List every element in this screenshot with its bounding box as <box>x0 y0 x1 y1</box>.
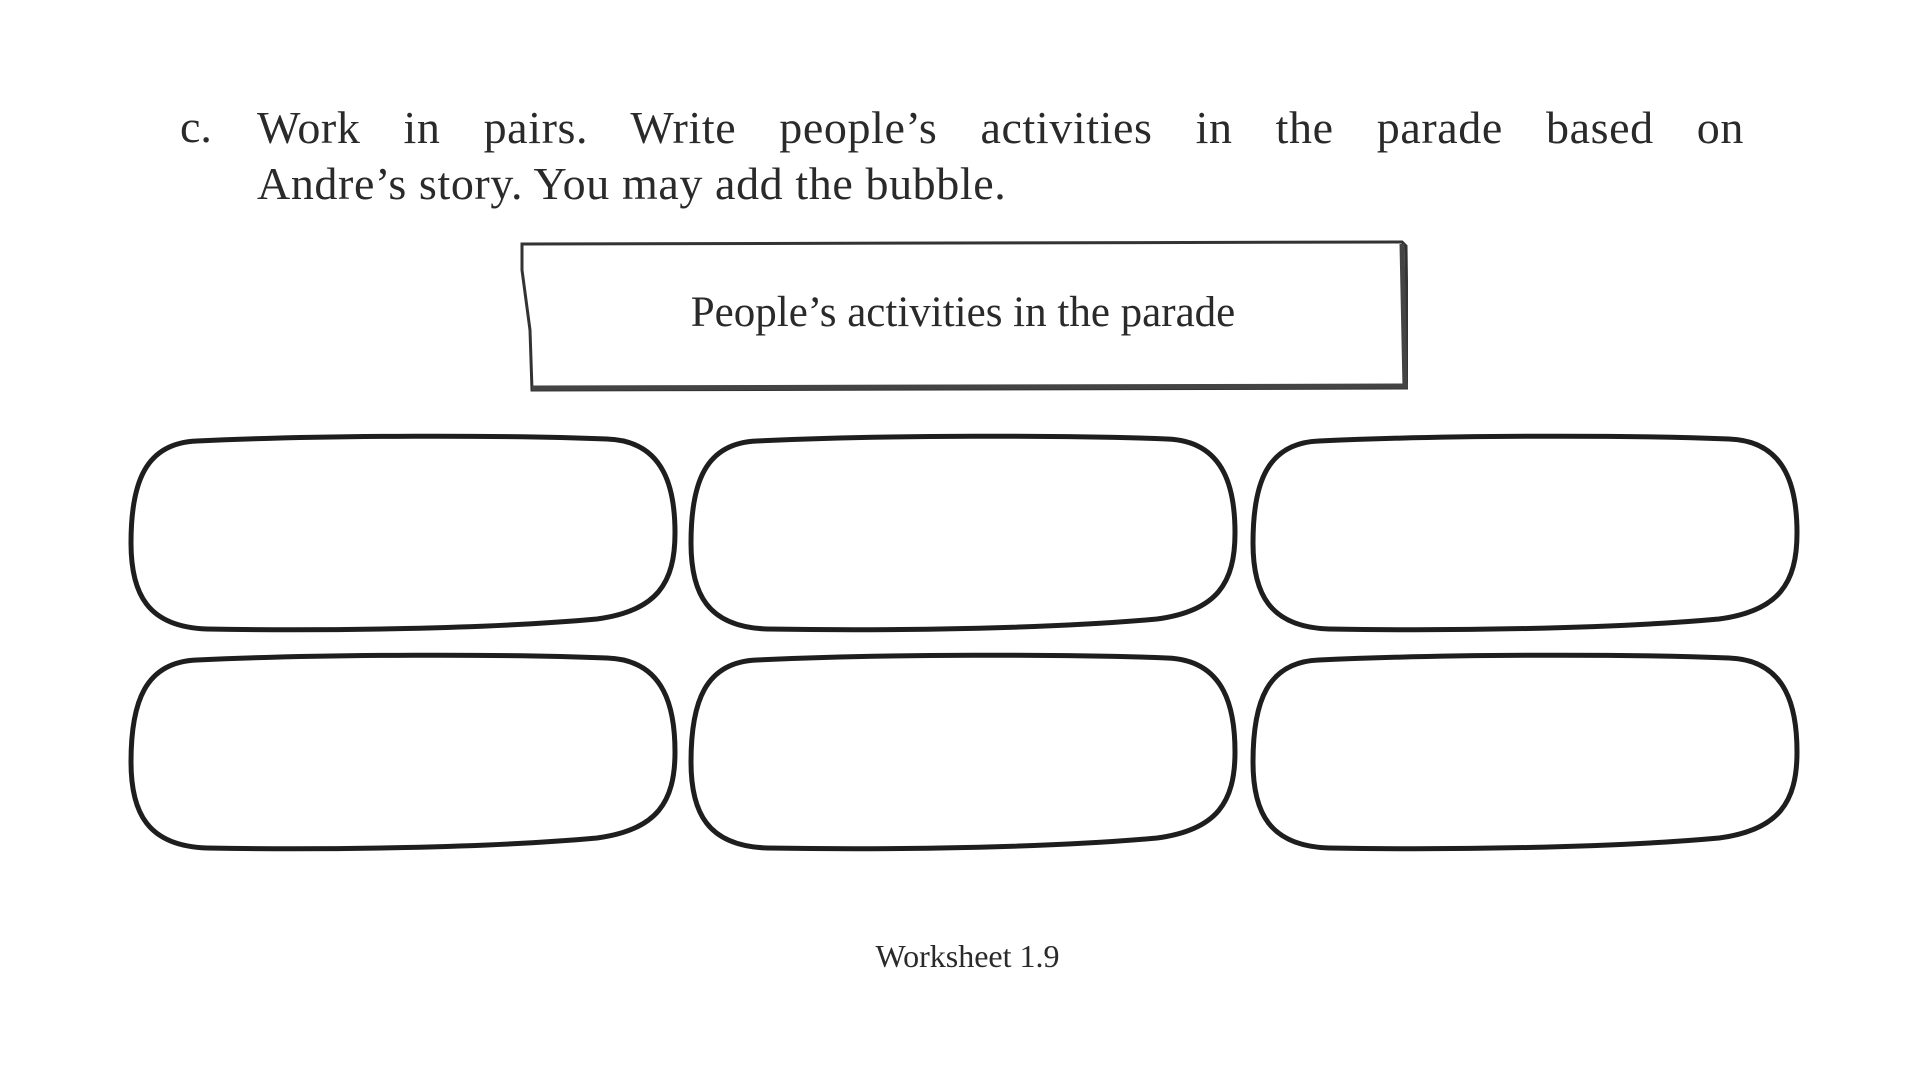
worksheet-caption: Worksheet 1.9 <box>875 938 1060 974</box>
bubble-outline <box>128 433 678 633</box>
instruction-line-2: Andre’s story. You may add the bubble. <box>257 158 1007 209</box>
answer-bubble[interactable] <box>687 652 1240 852</box>
instruction-line-1: Work in pairs. Write people’s activities… <box>257 102 1744 153</box>
title-box-text: People’s activities in the parade <box>690 289 1236 336</box>
title-box-frame <box>520 240 1408 392</box>
exercise-instruction: Work in pairs. Write people’s activities… <box>257 100 1744 212</box>
answer-bubble[interactable] <box>127 433 680 633</box>
bubble-outline <box>688 433 1238 633</box>
answer-bubble[interactable] <box>127 652 680 852</box>
exercise-label: c. <box>180 101 212 152</box>
bubble-outline <box>688 652 1238 852</box>
title-box: People’s activities in the parade <box>518 240 1408 392</box>
bubble-outline <box>1250 652 1800 852</box>
answer-bubble[interactable] <box>1249 433 1802 633</box>
answer-bubble[interactable] <box>687 433 1240 633</box>
answer-bubble[interactable] <box>1249 652 1802 852</box>
bubble-outline <box>128 652 678 852</box>
bubble-outline <box>1250 433 1800 633</box>
